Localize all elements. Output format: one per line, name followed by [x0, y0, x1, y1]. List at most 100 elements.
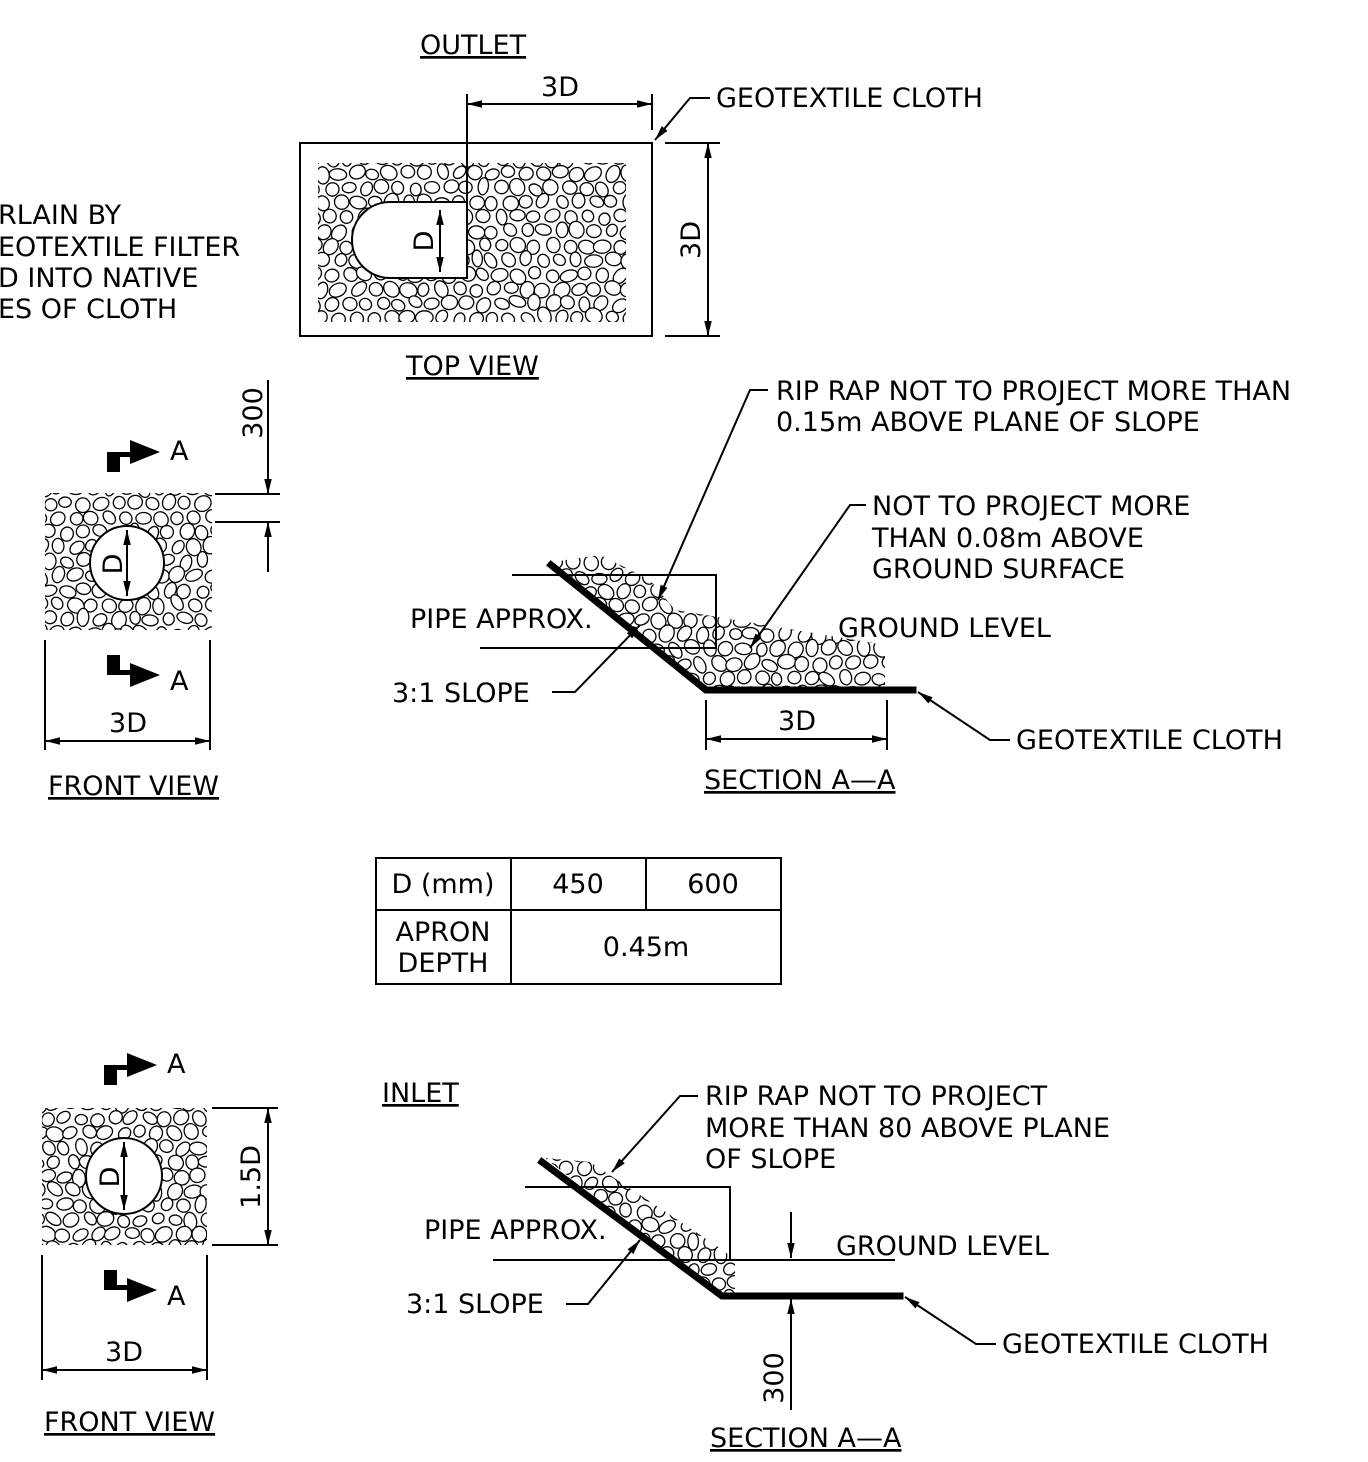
- riprap-stone: [641, 656, 656, 671]
- riprap-stone: [343, 267, 359, 283]
- riprap-stone: [339, 210, 354, 224]
- riprap-stone: [318, 297, 321, 314]
- riprap-stone: [318, 251, 331, 268]
- riprap-stone: [318, 166, 330, 185]
- riprap-stone: [62, 1126, 78, 1140]
- riprap-stone: [518, 194, 533, 209]
- riprap-stone: [204, 569, 212, 584]
- riprap-stone: [325, 182, 340, 197]
- riprap-stone: [75, 582, 92, 596]
- apron-dim-label: 3D: [778, 706, 816, 737]
- riprap-stone: [684, 583, 703, 598]
- riprap-stone: [191, 1110, 207, 1127]
- riprap-stone: [108, 1142, 123, 1156]
- riprap-stone: [591, 688, 606, 690]
- table-row-label: APRON: [396, 917, 491, 948]
- riprap-stone: [471, 249, 484, 268]
- riprap-stone: [584, 1176, 599, 1191]
- riprap-stone: [779, 570, 793, 588]
- riprap-stone: [187, 624, 200, 630]
- riprap-stone: [69, 511, 84, 526]
- riprap-stone: [693, 555, 709, 557]
- riprap-stone: [168, 1214, 183, 1226]
- table-header-label: D (mm): [391, 869, 494, 900]
- riprap-stone: [573, 657, 588, 672]
- riprap-stone: [45, 493, 53, 498]
- riprap-stone: [777, 653, 797, 670]
- riprap-stone: [341, 163, 353, 167]
- riprap-stone: [592, 239, 612, 254]
- riprap-stone: [787, 670, 802, 685]
- riprap-stone: [721, 1233, 735, 1247]
- section-title: SECTION A—A: [704, 765, 896, 796]
- riprap-stone: [559, 269, 579, 283]
- riprap-stone: [853, 555, 868, 573]
- riprap-stone: [119, 493, 135, 495]
- riprap-stone: [626, 1249, 643, 1265]
- partial-note: RLAIN BY EOTEXTILE FILTER D INTO NATIVE …: [0, 200, 240, 325]
- riprap-stone: [357, 163, 372, 166]
- front-view-title: FRONT VIEW: [48, 771, 219, 802]
- riprap-stone: [634, 556, 648, 572]
- riprap-stone: [693, 656, 707, 674]
- riprap-stone: [42, 1157, 45, 1170]
- riprap-stone: [643, 1277, 661, 1294]
- riprap-stone: [390, 298, 406, 312]
- riprap-stone: [580, 163, 595, 165]
- slope-leader: [566, 1239, 641, 1305]
- riprap-stone: [100, 1240, 113, 1245]
- riprap-stone: [628, 1277, 642, 1294]
- riprap-stone: [729, 627, 743, 641]
- riprap-stone: [667, 585, 682, 600]
- riprap-stone: [569, 251, 582, 268]
- pipe-d-label: D: [95, 1167, 126, 1188]
- riprap-stone: [688, 1205, 702, 1222]
- riprap-stone: [695, 626, 710, 645]
- riprap-stone: [828, 655, 843, 670]
- riprap-stone: [521, 222, 535, 238]
- riprap-stone: [606, 684, 624, 690]
- riprap-stone: [668, 1292, 686, 1296]
- riprap-stone: [182, 1240, 199, 1245]
- riprap-stone: [741, 626, 760, 640]
- slope-leader: [552, 624, 641, 693]
- riprap-stone: [611, 627, 623, 642]
- ground-note-leader: [749, 504, 866, 649]
- apron-depth-table: D (mm) 450 600 APRON DEPTH 0.45m: [375, 857, 782, 985]
- riprap-stone: [333, 194, 350, 210]
- riprap-stone: [477, 177, 490, 196]
- outlet-heading: OUTLET: [420, 30, 527, 61]
- riprap-stone: [712, 1192, 730, 1205]
- riprap-stone: [771, 612, 787, 628]
- geotextile-callout: GEOTEXTILE CLOTH: [1002, 1329, 1269, 1360]
- riprap-stone: [542, 179, 559, 196]
- riprap-stone: [133, 570, 150, 585]
- riprap-stone: [732, 615, 752, 628]
- riprap-stone: [133, 1108, 149, 1112]
- riprap-stone: [194, 524, 209, 541]
- riprap-stone: [66, 567, 84, 582]
- riprap-stone: [838, 555, 854, 569]
- riprap-stone: [551, 164, 569, 179]
- riprap-stone: [641, 1189, 661, 1202]
- riprap-stone: [72, 1228, 89, 1242]
- riprap-stone: [583, 166, 603, 183]
- riprap-stone: [579, 181, 595, 197]
- riprap-stone: [542, 539, 555, 555]
- riprap-stone: [608, 1191, 624, 1206]
- riprap-stone: [156, 1111, 172, 1128]
- riprap-stone: [651, 556, 669, 572]
- riprap-stone: [723, 1262, 735, 1276]
- riprap-stone: [619, 224, 626, 241]
- riprap-stone: [584, 1158, 600, 1162]
- riprap-stone: [731, 557, 752, 571]
- riprap-stone: [75, 1138, 88, 1157]
- riprap-stone: [526, 239, 541, 255]
- riprap-stone: [726, 1189, 735, 1204]
- riprap-stone: [683, 638, 701, 655]
- riprap-stone: [558, 555, 573, 556]
- riprap-stone: [142, 1111, 158, 1125]
- riprap-stone: [75, 524, 91, 539]
- riprap-stone: [770, 583, 785, 601]
- riprap-stone: [509, 208, 526, 222]
